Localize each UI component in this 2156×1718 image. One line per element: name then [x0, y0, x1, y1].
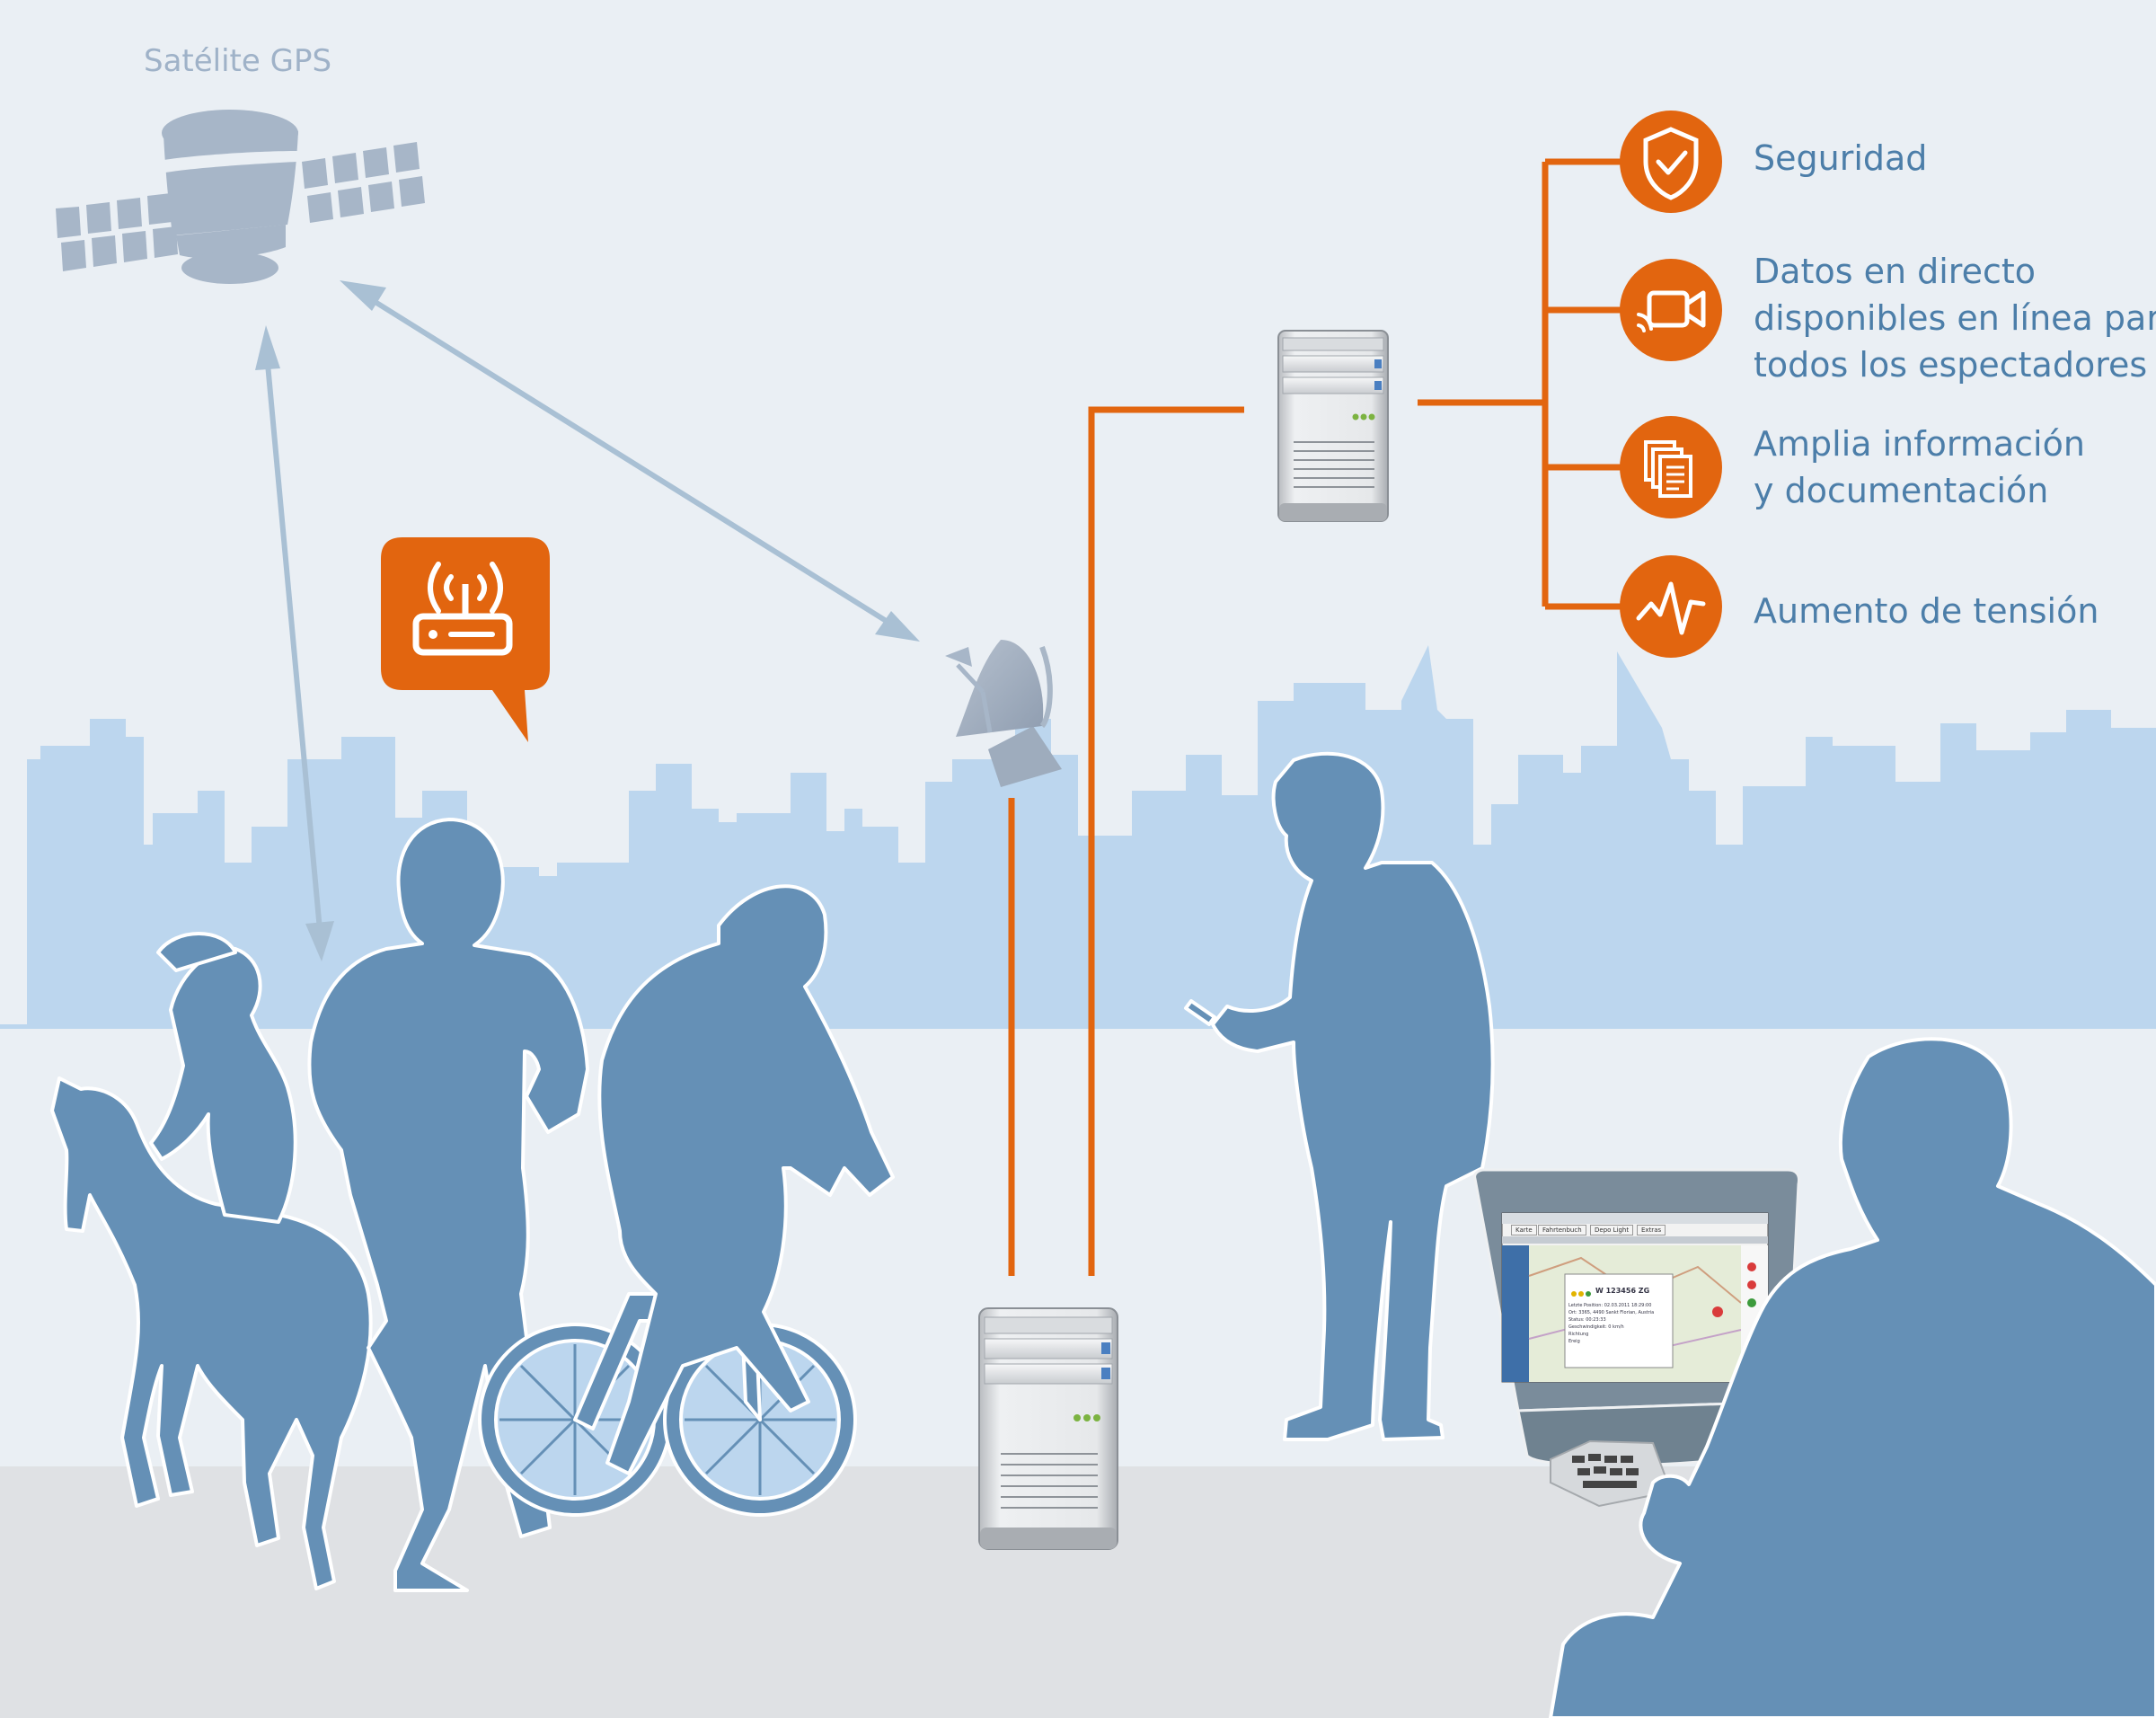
feature-line: Amplia información — [1754, 424, 2085, 464]
feature-line: Datos en directo — [1754, 252, 2037, 291]
popup-line: Ort: 3365, 4490 Sankt Florian, Austria — [1568, 1310, 1655, 1315]
pulse-wave-icon — [1620, 555, 1722, 658]
feature-label-tension: Aumento de tensión — [1754, 588, 2099, 634]
gps-signal-arrows — [265, 298, 889, 931]
arrow-heads — [255, 280, 920, 961]
feature-line: y documentación — [1754, 471, 2049, 510]
screen-tab-karte: Karte — [1511, 1225, 1537, 1235]
popup-line: Richtung — [1568, 1332, 1589, 1337]
feature-label-documentation: Amplia información y documentación — [1754, 421, 2085, 514]
horse-rider-silhouette — [50, 932, 373, 1590]
satellite-label: Satélite GPS — [144, 43, 332, 79]
screen-tab-depo: Depo Light — [1590, 1225, 1634, 1235]
popup-line: Letzte Position: 02.03.2011 18:29:00 — [1568, 1303, 1652, 1308]
cyclist-body — [573, 884, 895, 1475]
feature-label-live-data: Datos en directo disponibles en línea pa… — [1754, 248, 2156, 388]
city-skyline — [0, 645, 2156, 1029]
popup-line: Ereig — [1568, 1339, 1580, 1344]
popup-line: Status: 00:23:33 — [1568, 1317, 1606, 1323]
feature-line: todos los espectadores — [1754, 345, 2148, 385]
live-camera-icon — [1620, 259, 1722, 361]
gps-tracker-icon — [381, 537, 550, 742]
seated-man-silhouette — [1549, 1037, 2156, 1718]
standing-man-silhouette — [1184, 751, 1495, 1441]
screen-tab-fahrtenbuch: Fahrtenbuch — [1538, 1225, 1586, 1235]
feature-line: Seguridad — [1754, 138, 1928, 178]
shield-check-icon — [1620, 111, 1722, 213]
feature-line: disponibles en línea para — [1754, 298, 2156, 338]
feature-line: Aumento de tensión — [1754, 591, 2099, 631]
satellite-dish-icon — [945, 640, 1062, 787]
documents-icon — [1620, 416, 1722, 518]
popup-title: W 123456 ZG — [1595, 1287, 1650, 1295]
server-icon-ground — [978, 1307, 1118, 1550]
screen-tab-extras: Extras — [1637, 1225, 1666, 1235]
network-links — [1008, 158, 1622, 1276]
satellite-icon — [56, 110, 425, 284]
popup-line: Geschwindigkeit: 0 km/h — [1568, 1324, 1624, 1330]
server-icon — [1277, 330, 1389, 522]
feature-label-security: Seguridad — [1754, 135, 1927, 182]
